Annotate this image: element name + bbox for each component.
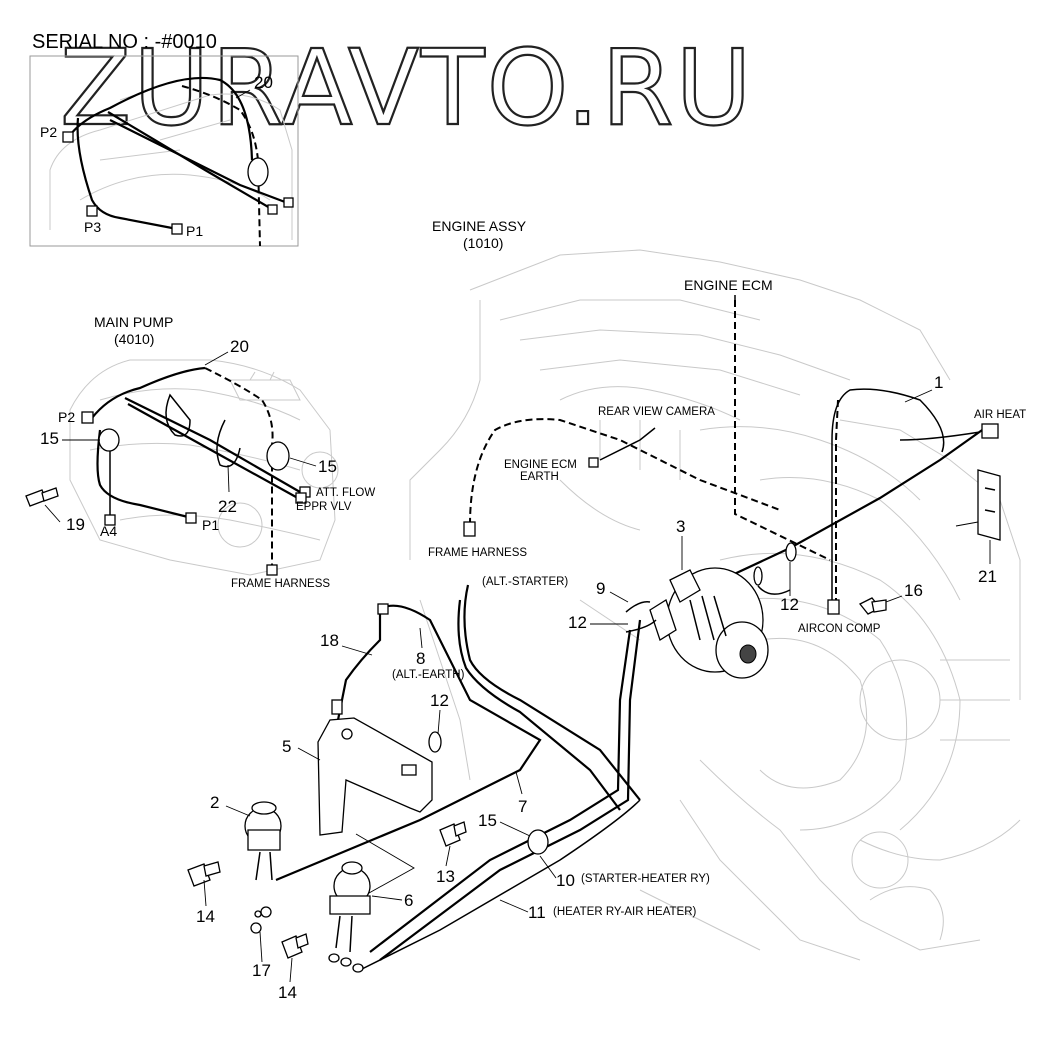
callout-9: 9	[596, 579, 605, 598]
callout-11: 11	[528, 903, 546, 922]
callout-12-bracket: 12	[430, 691, 449, 710]
callout-12-harness: 12	[780, 595, 799, 614]
callout-3: 3	[676, 517, 685, 536]
inset-detail: 20 P2 P3 P1	[29, 55, 299, 247]
label-alt-earth: (ALT.-EARTH)	[392, 669, 465, 681]
callout-19: 19	[66, 515, 85, 534]
callout-15-left: 15	[40, 429, 59, 448]
label-alt-starter: (ALT.-STARTER)	[482, 576, 568, 588]
callout-17: 17	[252, 961, 271, 980]
mount-bracket	[317, 717, 433, 899]
label-p2: P2	[58, 409, 75, 425]
callout-15-right: 15	[318, 457, 337, 476]
callout-18: 18	[320, 631, 339, 650]
inset-label-p3: P3	[84, 219, 101, 235]
main-pump-label: MAIN PUMP	[94, 314, 173, 330]
inset-frame	[29, 55, 299, 247]
inset-callout-20: 20	[254, 73, 273, 92]
serial-number: SERIAL NO : -#0010	[32, 31, 217, 53]
label-frame-harness-pump: FRAME HARNESS	[231, 578, 330, 590]
inset-label-p1: P1	[186, 223, 203, 239]
callout-14-upper: 14	[196, 907, 215, 926]
starter-relay	[244, 801, 282, 881]
callouts: 1 20 15 15 22 19 3 9 12 12 16 21 18 8 12…	[40, 337, 997, 1002]
engine-assy-label: ENGINE ASSY	[432, 218, 527, 234]
main-harness	[463, 295, 1001, 615]
labels: ENGINE ECM AIR HEAT REAR VIEW CAMERA ENG…	[58, 277, 1026, 918]
callout-2: 2	[210, 793, 219, 812]
label-p1: P1	[202, 517, 219, 533]
fasteners	[187, 821, 467, 973]
callout-12-alt: 12	[568, 613, 587, 632]
callout-5: 5	[282, 737, 291, 756]
label-engine-ecm-earth-2: EARTH	[520, 471, 559, 483]
label-engine-ecm: ENGINE ECM	[684, 277, 773, 293]
label-eppr-vlv: EPPR VLV	[296, 501, 352, 513]
callout-22: 22	[218, 497, 237, 516]
label-aircon-comp: AIRCON COMP	[798, 623, 881, 635]
main-pump-ghost-outline: MAIN PUMP (4010)	[69, 314, 339, 576]
label-engine-ecm-earth-1: ENGINE ECM	[504, 459, 577, 471]
callout-6: 6	[404, 891, 413, 910]
callout-21: 21	[978, 567, 997, 586]
pump-harness	[25, 366, 311, 576]
engine-assy-code: (1010)	[463, 235, 503, 251]
callout-7: 7	[518, 797, 527, 816]
callout-13: 13	[436, 867, 455, 886]
callout-10: 10	[556, 871, 575, 890]
label-heater-ry-air-heater: (HEATER RY-AIR HEATER)	[553, 906, 697, 918]
label-air-heat: AIR HEAT	[974, 409, 1026, 421]
callout-20: 20	[230, 337, 249, 356]
watermark: ZURAVTO.RU	[60, 27, 754, 149]
label-att-flow: ATT. FLOW	[316, 487, 375, 499]
battery-cables	[275, 584, 657, 971]
label-starter-heater-ry: (STARTER-HEATER RY)	[581, 873, 710, 885]
heater-relay	[329, 861, 371, 953]
label-a4: A4	[100, 523, 117, 539]
callout-8: 8	[416, 649, 425, 668]
main-pump-code: (4010)	[114, 331, 154, 347]
callout-15-cable: 15	[478, 811, 497, 830]
label-rear-view-camera: REAR VIEW CAMERA	[598, 406, 715, 418]
alternator	[649, 567, 769, 679]
callout-14-lower: 14	[278, 983, 297, 1002]
callout-1: 1	[934, 373, 943, 392]
callout-16: 16	[904, 581, 923, 600]
label-frame-harness-engine: FRAME HARNESS	[428, 547, 527, 559]
inset-label-p2: P2	[40, 124, 57, 140]
